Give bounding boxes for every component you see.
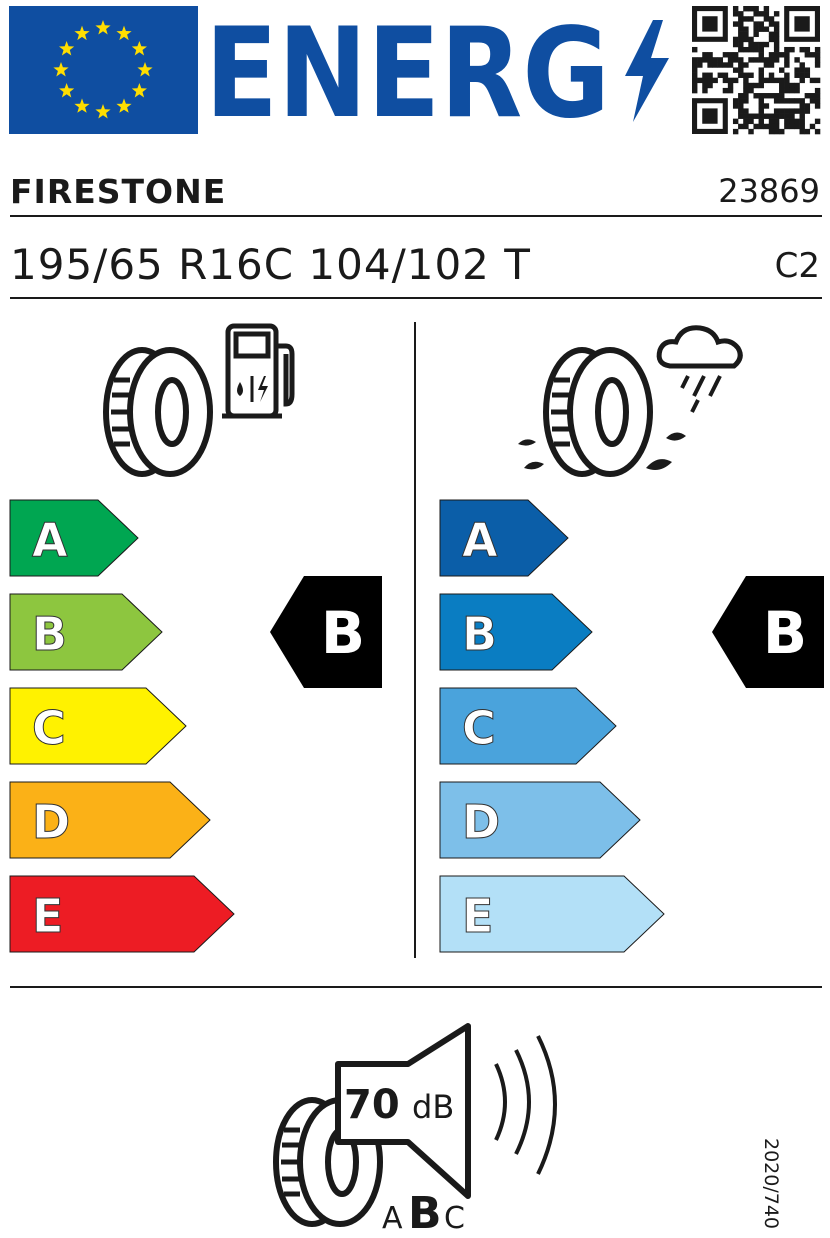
lightning-icon: [625, 20, 669, 122]
wet-class-c: C: [439, 687, 617, 765]
fuel-class-d: D: [9, 781, 211, 859]
fuel-class-e: E: [9, 875, 235, 953]
fuel-class-label: E: [32, 889, 63, 943]
flag-star-icon: [131, 41, 147, 56]
wet-class-label: E: [462, 889, 493, 943]
tyre-type-identifier: 23869: [718, 172, 820, 210]
tyre-class: C2: [774, 246, 820, 286]
noise-class-a: A: [382, 1201, 403, 1236]
supplier-name: FIRESTONE: [10, 172, 227, 211]
eu-flag-icon: [9, 6, 198, 134]
wet-grip-rating-letter: B: [763, 599, 807, 667]
wet-class-label: D: [462, 795, 500, 849]
flag-star-icon: [116, 25, 132, 41]
flag-star-icon: [95, 20, 111, 35]
flag-star-icon: [74, 98, 90, 113]
qr-code-icon: [692, 6, 821, 135]
fuel-class-b: B: [9, 593, 163, 671]
flag-star-icon: [53, 62, 69, 77]
regulation-number: 2020/740: [760, 1138, 782, 1230]
divider: [10, 215, 822, 217]
energy-title: ENERG: [205, 2, 669, 146]
noise-class-c: C: [444, 1201, 465, 1236]
column-divider: [414, 322, 416, 958]
wet-grip-rating-indicator: B: [712, 576, 824, 688]
flag-star-icon: [74, 25, 90, 41]
fuel-class-label: D: [32, 795, 70, 849]
fuel-class-label: C: [32, 701, 66, 755]
wet-class-a: A: [439, 499, 569, 577]
divider: [10, 986, 822, 988]
flag-star-icon: [95, 104, 111, 119]
tyre-fuel-pump-icon: [103, 323, 295, 477]
divider: [10, 297, 822, 299]
flag-star-icon: [59, 83, 75, 98]
wet-class-e: E: [439, 875, 665, 953]
noise-unit: dB: [412, 1088, 454, 1126]
tyre-size-designation: 195/65 R16C 104/102 T: [10, 240, 531, 289]
fuel-class-c: C: [9, 687, 187, 765]
tyre-rain-cloud-icon: [518, 325, 743, 477]
noise-class-b: B: [408, 1188, 442, 1238]
fuel-rating-letter: B: [321, 599, 365, 667]
wet-class-label: A: [462, 513, 498, 567]
flag-star-icon: [137, 62, 153, 77]
fuel-class-label: B: [32, 607, 67, 661]
fuel-class-a: A: [9, 499, 139, 577]
flag-star-icon: [59, 41, 75, 56]
fuel-class-label: A: [32, 513, 68, 567]
wet-class-label: C: [462, 701, 496, 755]
energy-label-title: ENERG: [205, 2, 610, 146]
noise-value: 70: [344, 1082, 400, 1128]
fuel-rating-indicator: B: [270, 576, 382, 688]
wet-class-d: D: [439, 781, 641, 859]
flag-star-icon: [131, 83, 147, 98]
tyre-speaker-icon: 70 dB A B C: [273, 1023, 557, 1238]
wet-class-b: B: [439, 593, 593, 671]
wet-class-label: B: [462, 607, 497, 661]
flag-star-icon: [116, 98, 132, 113]
